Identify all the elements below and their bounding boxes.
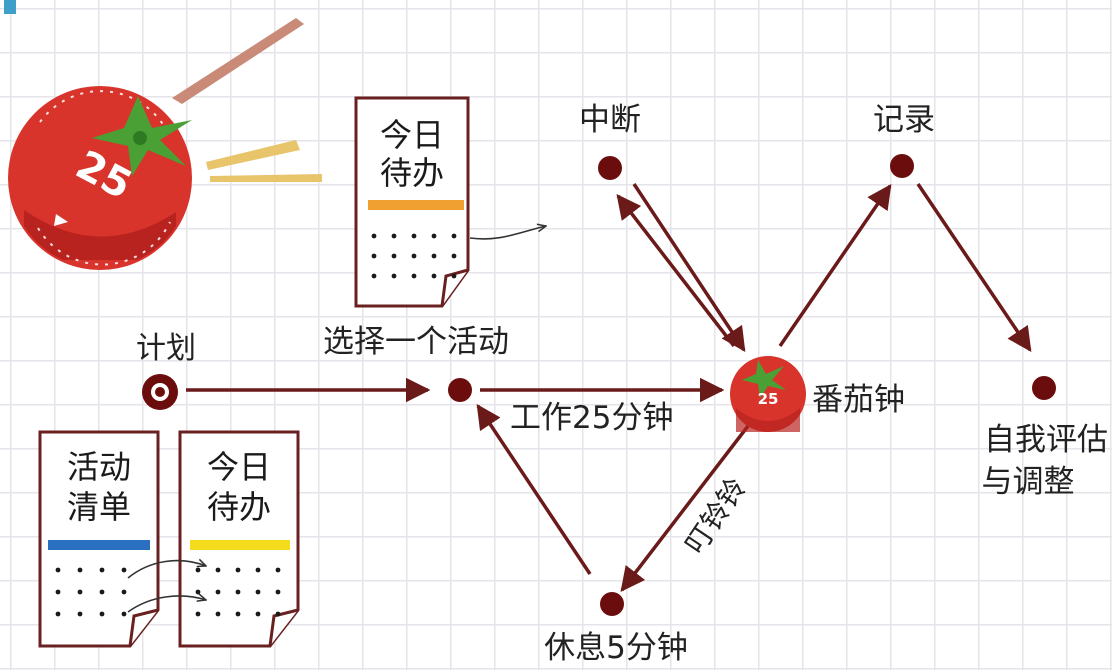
document-dot [371,233,377,239]
document-dot [235,589,241,595]
document-dot [55,589,61,595]
document-dot [275,589,281,595]
activity-list-line2: 清单 [67,488,131,526]
arrow-to-record [778,183,892,347]
small-timer-number: 25 [758,390,779,408]
document-dot [431,253,437,259]
document-dot [255,567,261,573]
document-dot [195,567,201,573]
motion-line-2 [206,140,300,170]
document-dot [215,567,221,573]
label-select-activity: 选择一个活动 [323,324,509,360]
timer-pointer-icon [54,214,68,226]
activity-list-document: 活动 清单 [38,430,160,648]
node-rest [600,592,624,616]
label-evaluate-line2: 与调整 [982,464,1075,500]
document-dot [371,253,377,259]
document-dot [235,567,241,573]
document-dot [121,589,127,595]
document-dot [77,589,83,595]
document-dot [275,611,281,617]
document-dot [391,273,397,279]
document-dot [77,611,83,617]
label-plan: 计划 [136,331,196,366]
todo-bottom-bar [190,540,290,550]
document-dot [391,233,397,239]
document-dot [99,589,105,595]
todo-document-top: 今日 待办 [354,96,470,308]
document-dot [411,273,417,279]
list-to-todo-curve-1 [127,561,206,579]
label-record: 记录 [873,102,935,138]
document-dot [77,567,83,573]
label-evaluate-line1: 自我评估 [984,422,1108,458]
document-dot [195,589,201,595]
document-dot [235,611,241,617]
label-rest: 休息5分钟 [544,630,688,666]
todo-top-bar [368,200,464,210]
document-dot [255,611,261,617]
document-dot [99,611,105,617]
node-interrupt [598,156,622,180]
label-pomodoro: 番茄钟 [812,382,905,418]
arrow-rest-to-select [476,403,592,575]
label-interrupt: 中断 [579,102,641,138]
node-select [448,378,472,402]
document-dot [255,589,261,595]
motion-line-1 [172,18,304,104]
todo-top-line2: 待办 [380,154,444,192]
tomato-leaf-icon [92,96,192,176]
activity-list-bar [48,540,150,550]
arrow-ring-to-rest [620,424,750,592]
todo-bottom-dots [195,567,281,617]
arrow-interrupt-down [632,183,746,353]
corner-accent [4,0,16,14]
node-evaluate [1032,376,1056,400]
doc-to-activity-curve [469,226,546,240]
document-dot [411,253,417,259]
todo-top-line1: 今日 [380,116,444,154]
label-ring: 叮铃铃 [678,472,752,560]
tomato-timer-illustration: 25 [8,18,322,270]
document-dot [431,233,437,239]
document-dot [371,273,377,279]
document-dot [451,273,457,279]
document-dot [391,253,397,259]
document-dot [411,233,417,239]
document-dot [195,611,201,617]
todo-document-bottom: 今日 待办 [178,430,300,648]
document-dot [275,567,281,573]
document-dot [431,273,437,279]
document-dot [99,567,105,573]
todo-bottom-line1: 今日 [207,448,271,486]
todo-bottom-line2: 待办 [207,488,271,526]
list-to-todo-curve-2 [127,596,206,613]
document-dot [451,253,457,259]
motion-line-3 [210,174,322,182]
label-work-25: 工作25分钟 [510,400,673,436]
document-dot [121,611,127,617]
document-dot [55,611,61,617]
arrow-to-evaluate [916,183,1032,353]
document-dot [451,233,457,239]
document-dot [55,567,61,573]
pomodoro-timer-icon: 25 [730,356,806,432]
document-dot [215,611,221,617]
document-dot [215,589,221,595]
activity-list-line1: 活动 [67,448,131,486]
document-dot [121,567,127,573]
node-record [890,154,914,178]
todo-top-dots [371,233,457,279]
arrow-interrupt-up [616,194,736,348]
activity-list-dots [55,567,127,617]
